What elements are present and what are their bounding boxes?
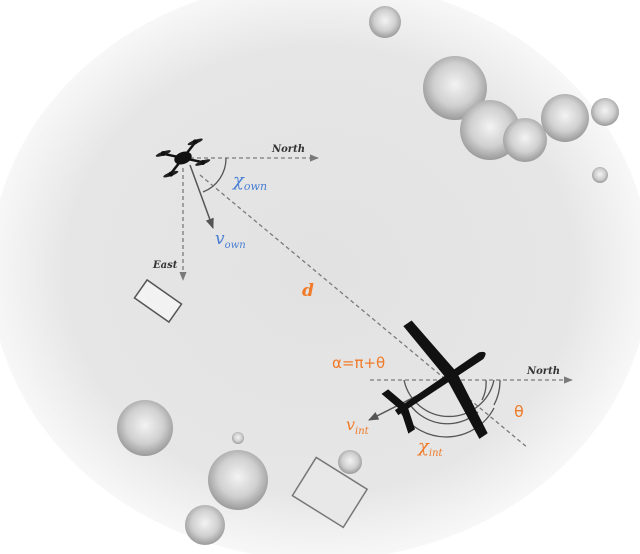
quadcopter-drone-icon [155,138,211,178]
north-label-intruder: North [526,366,560,377]
chi-own-subscript: own [244,180,267,193]
alpha-arc [403,379,495,418]
v-int-subscript: int [355,426,370,437]
chi-own-label: χown [231,170,267,193]
tree-cluster-bottom-left [117,400,362,545]
theta-arc-outer [493,379,501,406]
v-own-subscript: own [225,240,246,251]
chi-own-symbol: χ [231,170,245,191]
ownship-velocity-arrow [189,164,214,229]
chi-int-subscript: int [429,448,444,459]
chi-int-symbol: χ [416,436,430,457]
north-label-ownship: North [271,144,305,155]
distance-line [199,174,529,449]
chi-int-label: χint [416,436,444,459]
v-own-label: vown [215,229,246,251]
east-label-ownship: East [152,260,178,271]
building-left [133,278,183,324]
building-bottom [291,456,369,529]
v-int-symbol: v [346,415,355,434]
theta-label: θ [514,402,524,421]
fixed-wing-uav-icon [381,320,488,439]
v-own-symbol: v [215,229,225,249]
chi-own-arc [202,157,227,193]
tree-cluster-top-right [369,6,619,183]
theta-arc [481,379,487,401]
alpha-label: α=π+θ [332,354,385,372]
distance-label: d [302,281,314,301]
v-int-label: vint [346,415,370,437]
